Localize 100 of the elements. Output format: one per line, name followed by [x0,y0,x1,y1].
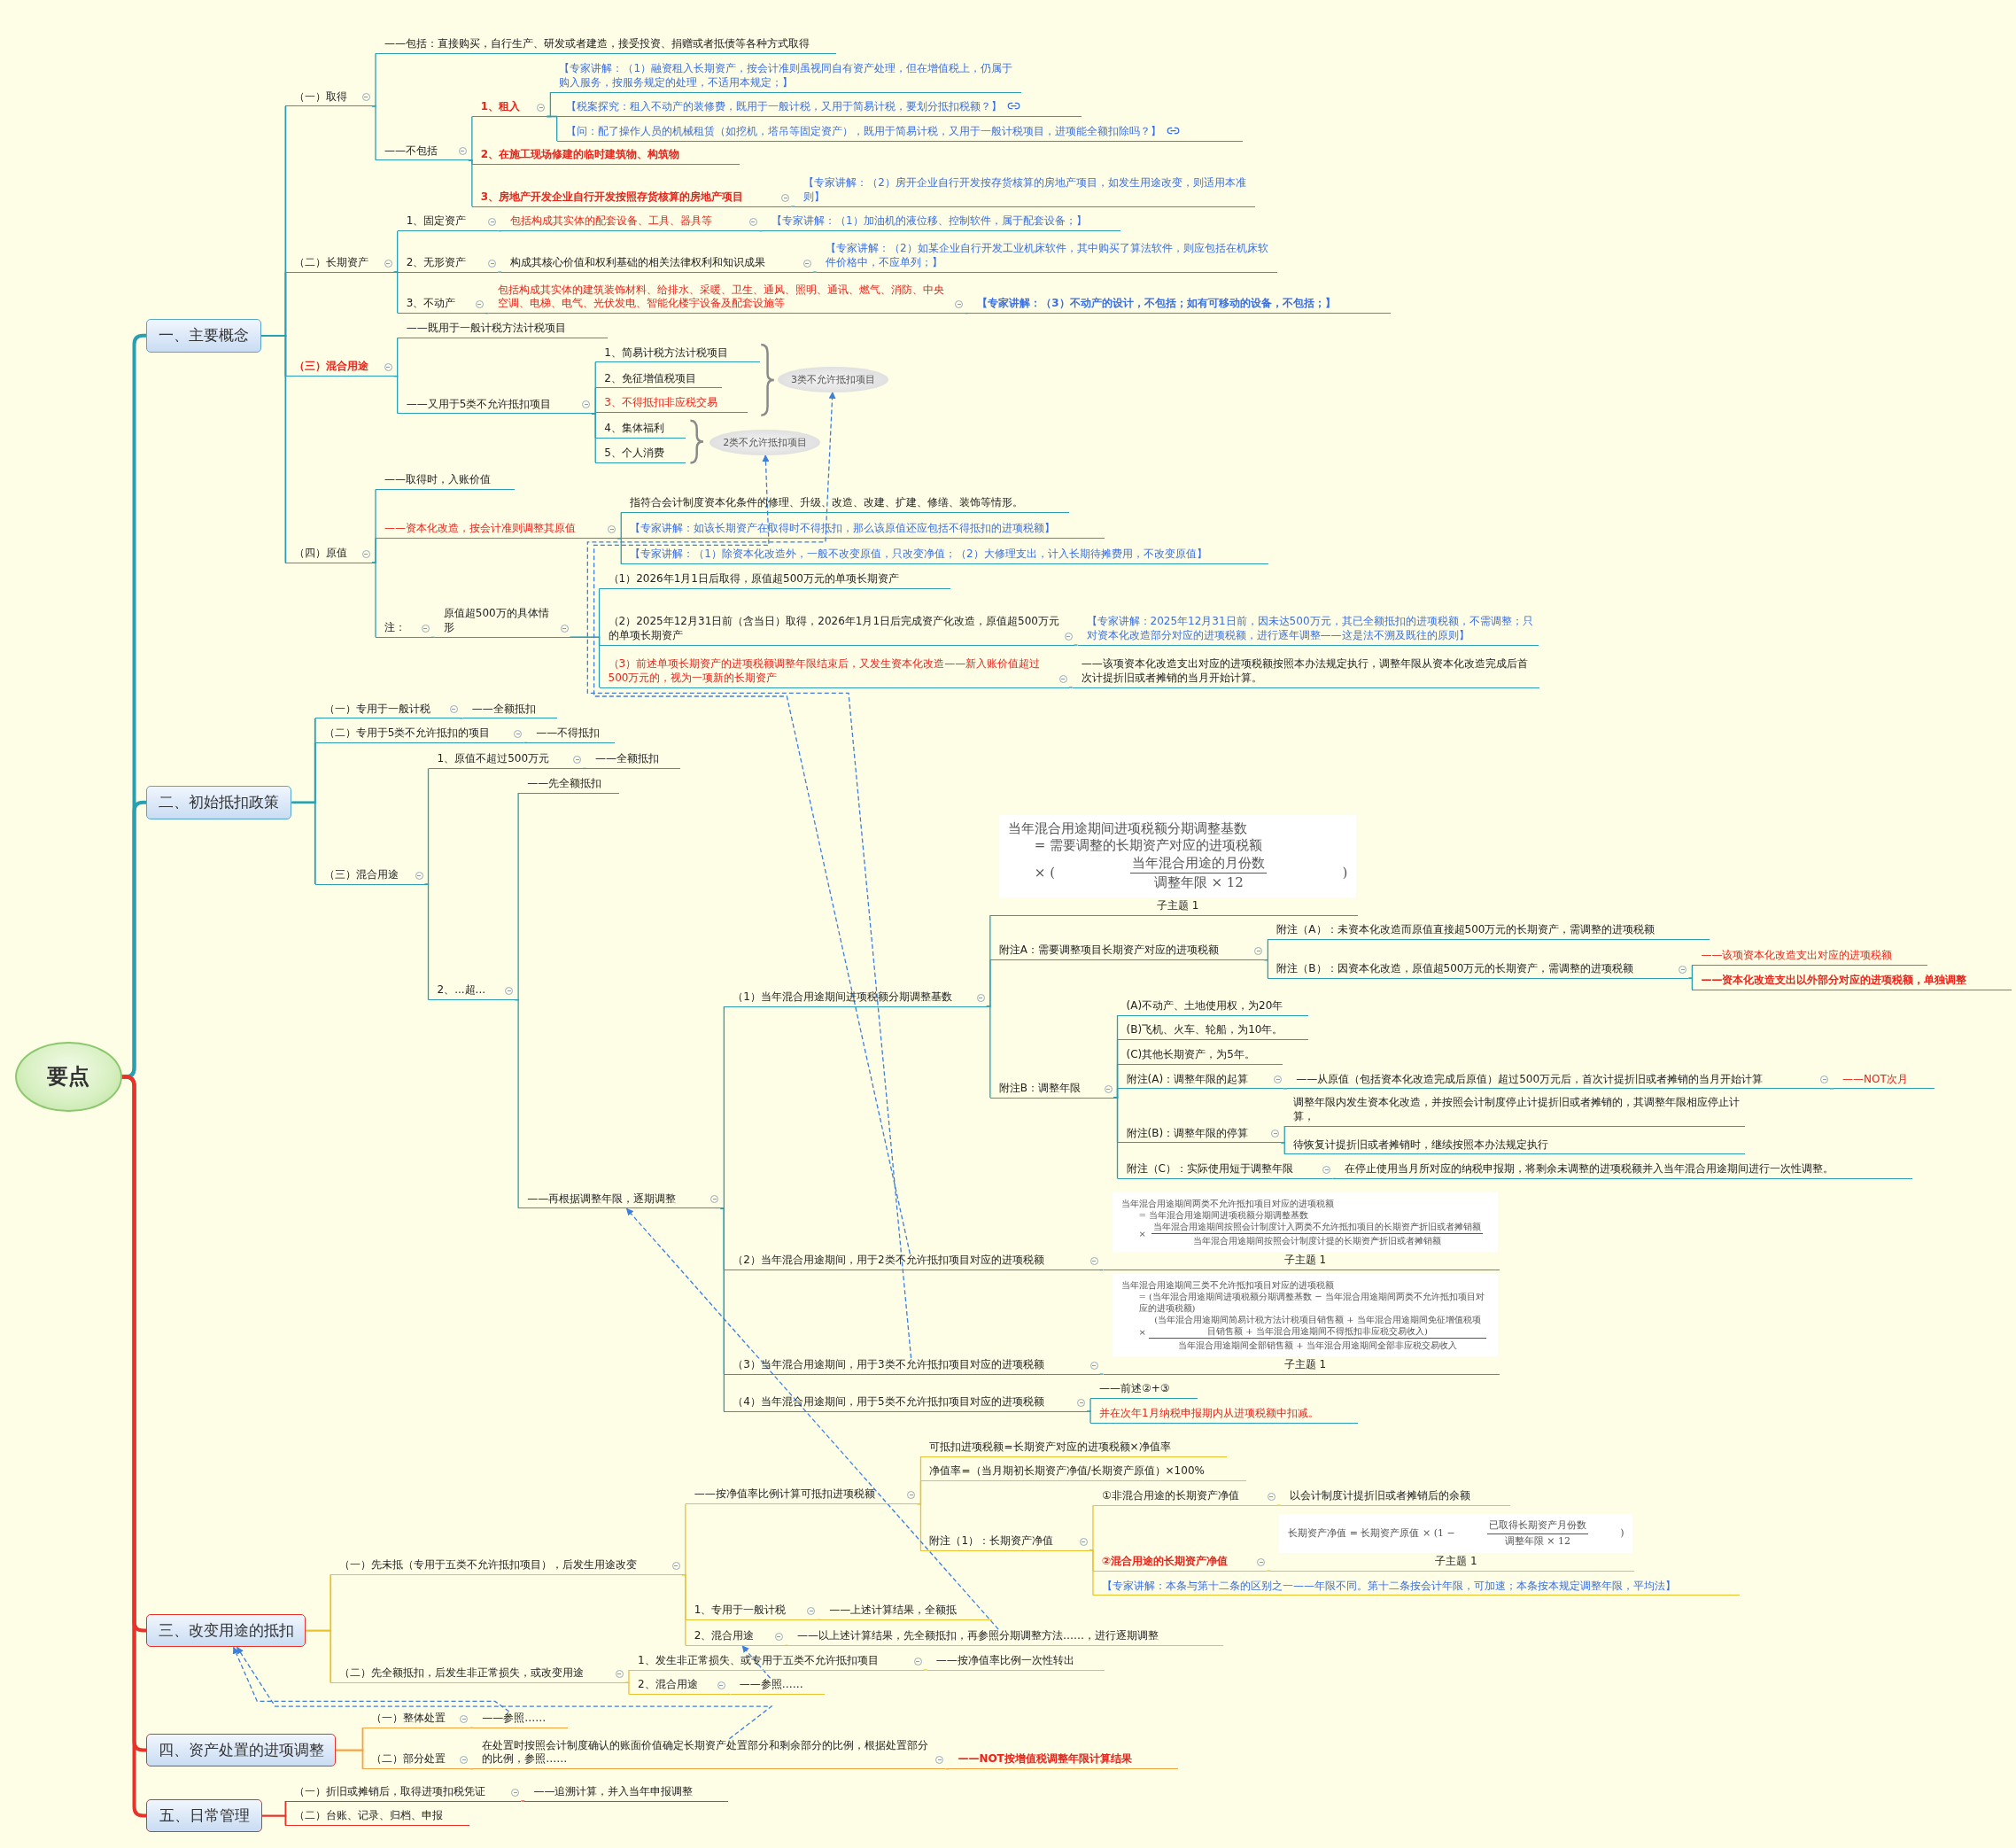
topic-node [816,242,1277,273]
branch-box [146,1613,306,1648]
topic-text: （1）2026年1月1日后取得，原值超500万元的单项长期资产 [608,572,899,585]
branch-line [1098,1373,1105,1375]
topic-node [397,397,593,415]
topic-node [488,283,965,314]
topic-node [524,1784,729,1802]
branch-line [816,1619,821,1620]
formula-text: 当年混合用途期间两类不允许抵扣项目对应的进项税额 [1120,1198,1334,1210]
branch-line [1280,1142,1285,1155]
topic-text: （3）当年混合用途期间，用于3类不允许抵扣项目对应的进项税额 [733,1357,1044,1370]
fraction-numerator: 已取得长期资产月份数 [1486,1519,1588,1534]
topic-node [428,983,516,1001]
topic-node [473,1738,946,1770]
topic-text: 【专家讲解：（2）房开企业自行开发按存货核算的房地产项目，如发生用途改变，则适用本准则】 [803,176,1246,203]
topic-text: ——全额抵扣 [595,752,660,765]
topic-node [314,726,524,743]
formula-text: × ( [1034,864,1056,882]
branch-line [371,562,376,638]
topic-text: （一）专用于一般计税 [323,702,430,715]
topic-node [989,943,1265,961]
topic-node [595,371,722,389]
formula-text: × [1138,1326,1146,1339]
branch-box [146,785,292,819]
topic-text: （一）取得 [294,89,348,103]
topic-text: 包括构成其实体的建筑装饰材料、给排水、采暖、卫生、通风、照明、通讯、燃气、消防、中央空调、电梯、电气、光伏发电、智能化楼宇设备及配套设施等 [497,283,944,310]
topic-node [1692,973,2012,990]
branch-line [1068,687,1074,688]
branch-line [725,1693,732,1696]
relation-arrow [232,1646,510,1712]
branch-line [1098,1269,1105,1271]
topic-text: ——该项资本化改造支出对应的进项税额 [1701,949,1893,962]
branch-line [1086,1410,1091,1424]
branch-title: 五、日常管理 [159,1805,250,1827]
branch-line [1276,1504,1282,1506]
topic-node [795,176,1256,207]
topic-node [685,1629,785,1646]
topic-node [518,1192,721,1209]
branch-title: 三、改变用途的抵扣 [158,1620,294,1642]
formula-text: = 需要调整的长期资产对应的进项税额 [1034,837,1263,855]
topic-text: 【专家讲解：（1）加油机的液位移、控制软件，属于配套设备；】 [771,214,1087,228]
branch-line [546,115,558,142]
topic-text: ——取得时，入账价值 [384,473,491,486]
topic-node [599,615,1074,646]
topic-node [550,61,1022,93]
topic-node [685,1487,918,1505]
topic-node [949,1752,1179,1770]
topic-text: 待恢复计提折旧或者摊销时，继续按照本办法规定执行 [1293,1138,1549,1151]
branch-line [964,312,969,314]
branch-line [468,159,473,207]
topic-text: 1、简易计税方法计税项目 [604,346,728,359]
topic-text: ——不包括 [384,144,438,157]
branch-line [812,271,818,273]
topic-node [434,607,570,638]
topic-text: （四）原值 [294,546,348,559]
topic-text: ——既用于一般计税方法计税项目 [406,321,566,334]
formula-topic [1103,1273,1500,1375]
topic-text: ——按净值率比例一次性转出 [935,1653,1074,1666]
topic-node [1117,998,1308,1016]
topic-text: 【专家讲解：本条与第十二条的区别之一——年限不同。第十二条按会计年限，可加速；本条按本规定调整年限，平均法】 [1101,1579,1676,1592]
topic-text: 原值超500万的具体情形 [443,607,549,634]
branch-line [334,1749,364,1770]
branch-line [520,1800,526,1802]
topic-node [586,752,681,769]
topic-text: 【专家讲解：（1）融资租入长期资产，按会计准则虽视同自有资产处理，但在增值税上，仍属于购入服务，按服务规定的处理，不适用本规定；】 [559,61,1013,89]
topic-node [621,547,1268,565]
topic-text: 2、无形资产 [406,255,467,268]
topic-text: 【专家讲解：（2）如某企业自行开发工业机床软件，其中购买了算法软件，则应包括在机床软件价格中，不应单列；】 [825,242,1268,268]
topic-text: （2）当年混合用途期间，用于2类不允许抵扣项目对应的进项税额 [733,1254,1044,1267]
topic-text: （二）部分处置 [371,1752,446,1766]
topic-node [376,37,837,54]
topic-node [787,1629,1223,1646]
relation-arrow [586,391,912,1359]
branch-line [784,1644,789,1646]
branch-line [616,537,622,565]
topic-node [376,621,431,638]
branch-line [371,105,376,161]
branch-line [497,230,502,232]
topic-text: 附注（1）：长期资产净值 [929,1534,1054,1547]
fraction-denominator: 调整年限 × 12 [1503,1534,1571,1548]
topic-node [376,522,618,540]
topic-node [473,1712,568,1728]
topic-text: 2、混合用途 [694,1629,755,1642]
branch-line [469,1727,474,1728]
topic-text: 附注（A）：未资本化改造而原值直接超500万元的长期资产，需调整的进项税额 [1276,923,1655,936]
topic-node [927,1653,1105,1671]
topic-node [285,255,394,273]
topic-node [1092,1579,1741,1596]
topic-text: 净值率=（当月期初长期资产净值/长期资产原值）×100% [929,1464,1205,1478]
topic-node [599,572,951,589]
topic-node [376,473,516,491]
topic-text: 2、混合用途 [637,1678,698,1691]
topic-text: （一）折旧或摊销后，取得进项扣税凭证 [294,1784,486,1798]
topic-node [397,255,499,273]
fraction-denominator: 当年混合用途期间全部销售额 + 当年混合用途期间全部非应税交易收入 [1177,1339,1458,1351]
branch-line [291,801,316,885]
topic-node [397,297,485,314]
topic-text: 可抵扣进项税额=长期资产对应的进项税额×净值率 [929,1440,1171,1453]
branch-box [146,1733,336,1767]
topic-node [285,89,372,107]
